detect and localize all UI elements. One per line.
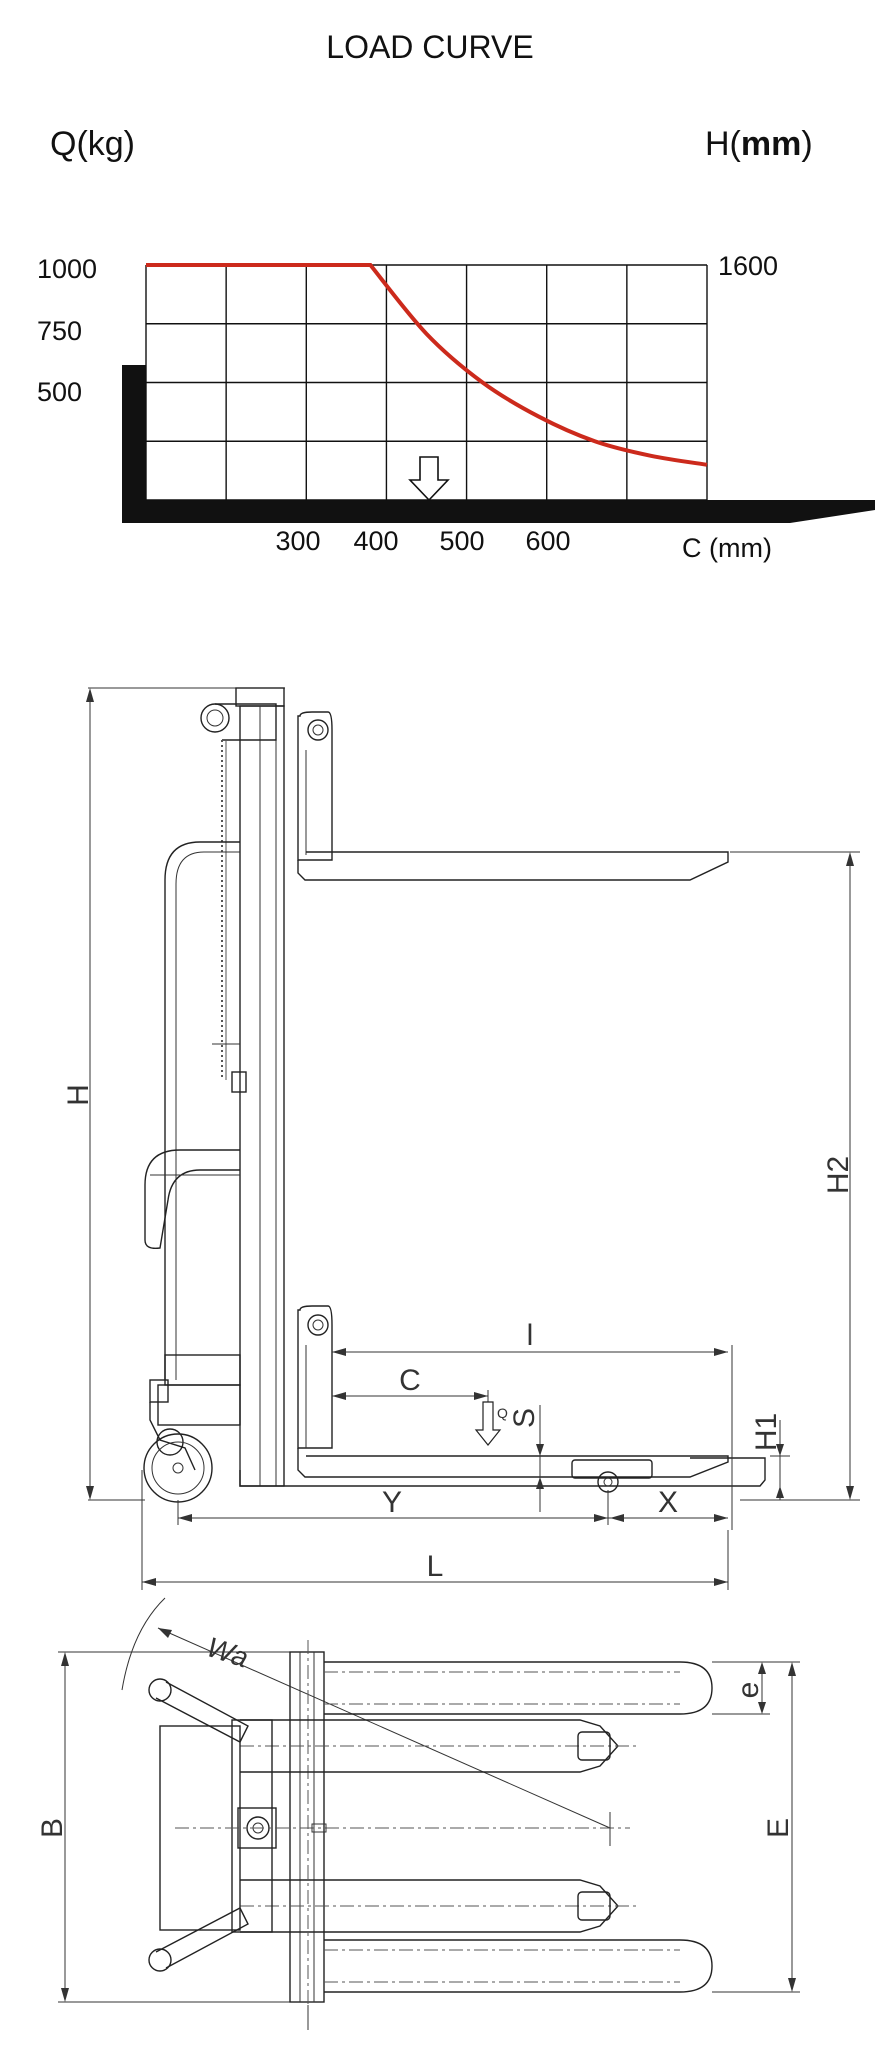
load-curve-title: LOAD CURVE bbox=[326, 29, 533, 65]
side-view: H bbox=[62, 687, 860, 1590]
dim-wa-label: Wa bbox=[203, 1631, 252, 1673]
fork-bottom bbox=[324, 1939, 713, 1993]
top-view: B Wa E bbox=[36, 1597, 800, 2030]
carriage-lowered bbox=[297, 1305, 333, 1449]
handle-grip bbox=[144, 1149, 240, 1250]
load-q-arrow-icon bbox=[474, 1401, 502, 1446]
dim-small-e-label: e bbox=[732, 1682, 765, 1699]
x-tick-400: 400 bbox=[353, 526, 398, 556]
dim-big-l-label: L bbox=[427, 1550, 444, 1583]
dim-q-label: Q bbox=[497, 1405, 508, 1421]
dim-e-label: E bbox=[762, 1818, 795, 1838]
frame-crossbar bbox=[289, 1651, 325, 2003]
fork-lowered bbox=[297, 1448, 729, 1478]
dim-h1-label: H1 bbox=[750, 1413, 783, 1451]
fork-silhouette bbox=[122, 500, 875, 523]
mast-frame bbox=[231, 1719, 273, 1933]
x-tick-500: 500 bbox=[439, 526, 484, 556]
y-left-axis-label: Q(kg) bbox=[50, 125, 135, 163]
handle-knob-top bbox=[148, 1678, 172, 1702]
dim-h2-label: H2 bbox=[822, 1156, 855, 1194]
chain-block bbox=[231, 1071, 247, 1093]
top-pulley bbox=[200, 703, 230, 733]
dim-c-label: C bbox=[399, 1364, 421, 1397]
y-tick-500: 500 bbox=[37, 377, 82, 407]
y-tick-750: 750 bbox=[37, 316, 82, 346]
handle-tube-outer bbox=[164, 841, 240, 1380]
dim-s-label: S bbox=[508, 1408, 541, 1428]
carriage-roller-bottom bbox=[307, 1314, 329, 1336]
carriage-raised bbox=[297, 711, 333, 861]
carriage-roller-top bbox=[307, 719, 329, 741]
x-tick-600: 600 bbox=[525, 526, 570, 556]
dim-y-label: Y bbox=[382, 1486, 402, 1519]
y-tick-1000: 1000 bbox=[37, 254, 97, 284]
x-axis-label: C (mm) bbox=[682, 533, 772, 563]
dim-x-label: X bbox=[658, 1486, 678, 1519]
wa-radius-line bbox=[157, 1627, 611, 1829]
x-tick-300: 300 bbox=[275, 526, 320, 556]
backrest-silhouette bbox=[122, 365, 146, 523]
mast-outer bbox=[239, 705, 285, 1487]
load-roller-bottom bbox=[577, 1891, 611, 1921]
load-curve-line bbox=[146, 263, 708, 467]
fork-raised bbox=[297, 851, 729, 881]
y-right-axis-label: H(mm) bbox=[705, 125, 813, 163]
pump-box bbox=[159, 1725, 241, 1931]
y-right-tick-1600: 1600 bbox=[718, 251, 778, 281]
dim-b-label: B bbox=[36, 1818, 69, 1838]
castor-wheel bbox=[143, 1433, 213, 1503]
dim-h-label: H bbox=[62, 1084, 95, 1106]
wa-arc bbox=[121, 1597, 166, 1691]
load-grid bbox=[145, 264, 708, 501]
pump-body bbox=[157, 1384, 241, 1426]
fork-top bbox=[324, 1661, 713, 1715]
base-leg bbox=[300, 1457, 766, 1487]
load-arrow-icon bbox=[408, 456, 450, 502]
dim-l-label: l bbox=[527, 1319, 534, 1352]
load-roller-housing bbox=[571, 1459, 653, 1479]
load-roller bbox=[597, 1471, 619, 1493]
load-curve-section: LOAD CURVE Q(kg) H(mm) 1000 750 500 1600… bbox=[37, 29, 875, 563]
handle-knob-bottom bbox=[148, 1948, 172, 1972]
load-roller-top bbox=[577, 1731, 611, 1761]
